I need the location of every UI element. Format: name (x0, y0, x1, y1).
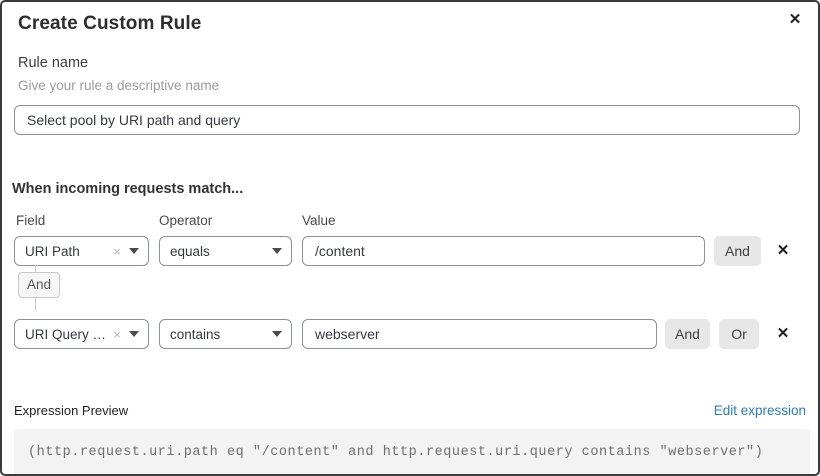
chevron-down-icon (129, 248, 139, 254)
field-select[interactable]: URI Query St... × (14, 319, 149, 349)
connector-and-badge: And (18, 272, 61, 298)
field-column-label: Field (16, 213, 46, 228)
rule-name-label: Rule name (18, 55, 89, 71)
close-icon[interactable]: ✕ (784, 9, 806, 31)
clear-selection-icon[interactable]: × (113, 326, 121, 342)
rule-name-helper: Give your rule a descriptive name (18, 78, 220, 93)
and-button[interactable]: And (665, 319, 710, 349)
chevron-down-icon (272, 248, 282, 254)
expression-preview-label: Expression Preview (14, 403, 129, 418)
chevron-down-icon (272, 331, 282, 337)
field-select[interactable]: URI Path × (14, 236, 149, 266)
field-select-value: URI Path (25, 243, 80, 259)
operator-select-value: equals (170, 243, 210, 259)
remove-row-icon[interactable]: ✕ (772, 240, 794, 262)
or-button[interactable]: Or (719, 319, 759, 349)
field-select-value: URI Query St... (25, 326, 114, 342)
value-input[interactable] (302, 319, 657, 349)
rule-name-section: Rule name Give your rule a descriptive n… (18, 55, 802, 94)
operator-select[interactable]: equals (159, 236, 292, 266)
operator-select[interactable]: contains (159, 319, 292, 349)
rule-name-input[interactable] (14, 105, 800, 135)
condition-row: URI Path × equals And ✕ (14, 236, 810, 266)
expression-code: (http.request.uri.path eq "/content" and… (14, 429, 810, 474)
value-column-label: Value (302, 213, 336, 228)
row-connector: And (2, 265, 818, 311)
expression-preview-header: Expression Preview Edit expression (14, 403, 806, 418)
condition-row: URI Query St... × contains And Or ✕ (14, 319, 810, 349)
value-input[interactable] (302, 236, 705, 266)
dialog-header: Create Custom Rule ✕ (2, 9, 818, 35)
remove-row-icon[interactable]: ✕ (772, 323, 794, 345)
and-button[interactable]: And (714, 236, 761, 266)
clear-selection-icon[interactable]: × (113, 243, 121, 259)
chevron-down-icon (129, 331, 139, 337)
condition-column-labels: Field Operator Value (16, 213, 818, 228)
edit-expression-link[interactable]: Edit expression (713, 403, 806, 418)
dialog-title: Create Custom Rule (18, 13, 202, 34)
operator-column-label: Operator (159, 213, 213, 228)
match-heading: When incoming requests match... (12, 181, 244, 197)
operator-select-value: contains (170, 326, 221, 342)
